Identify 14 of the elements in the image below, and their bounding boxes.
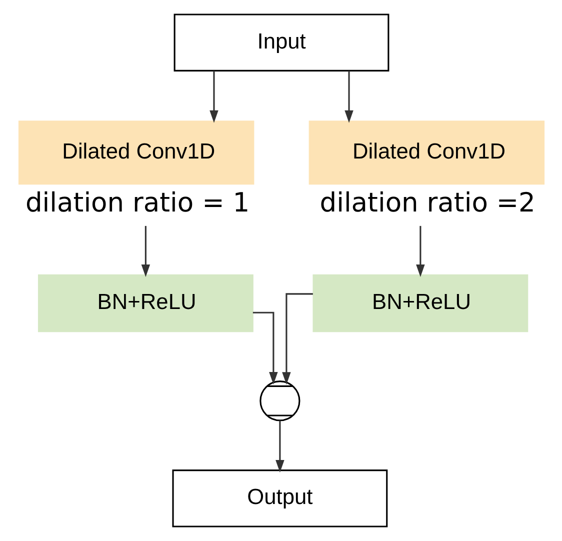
arrow [252,312,278,384]
node-box: Input [173,14,389,72]
arrow [275,420,284,473]
node-circle [259,380,300,422]
node-box: BN+ReLU [312,274,528,332]
node-label: dilation ratio = 1 [24,187,250,218]
node-label: dilation ratio =2 [319,187,535,218]
node-box: Output [172,470,388,528]
arrow [140,226,150,277]
arrow [282,293,312,385]
arrow [344,70,353,123]
node-box: BN+ReLU [37,274,253,332]
arrow [416,226,424,277]
arrow [209,70,218,123]
